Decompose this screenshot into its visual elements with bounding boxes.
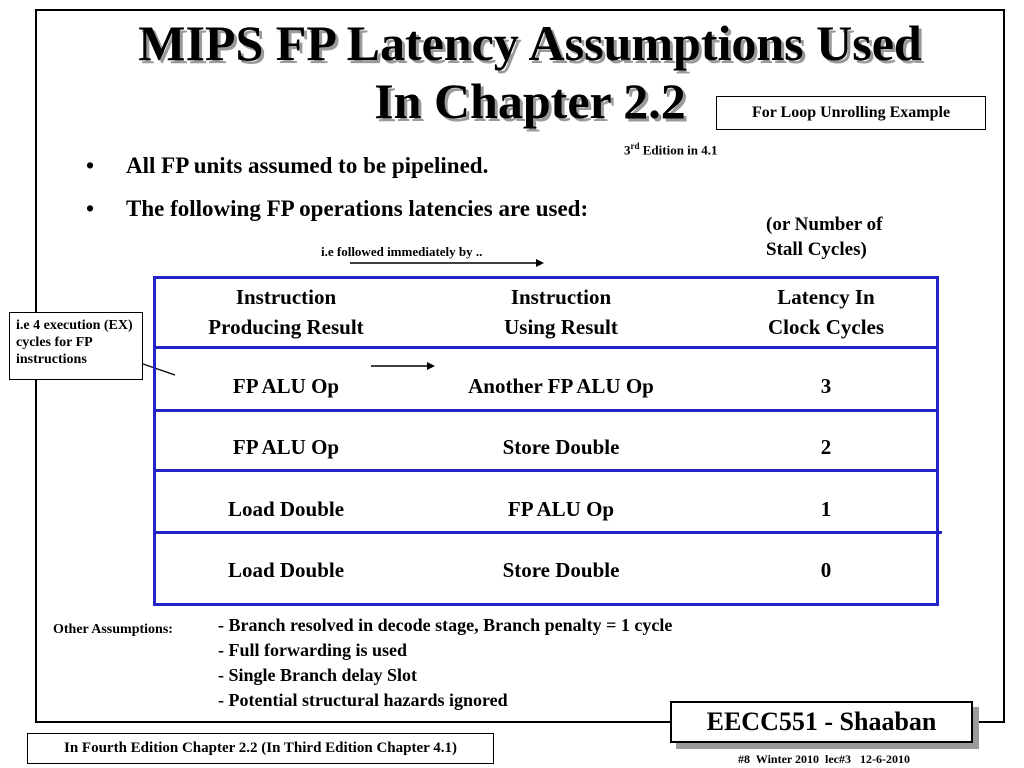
bullet-item: • The following FP operations latencies a… [86, 194, 588, 224]
bullet-icon: • [86, 196, 95, 221]
callout-leader-line [143, 363, 176, 376]
row-divider [156, 469, 939, 472]
other-assumptions-label: Other Assumptions: [53, 622, 173, 637]
edition-ordinal: rd [630, 141, 640, 151]
header-line: Latency In [777, 285, 875, 309]
bullet-text: All FP units assumed to be pipelined. [126, 153, 489, 178]
edition-footer: In Fourth Edition Chapter 2.2 (In Third … [27, 733, 494, 764]
assumption-item: - Potential structural hazards ignored [218, 690, 508, 710]
header-line: Instruction [510, 285, 612, 309]
edition-text: Edition in 4.1 [639, 142, 718, 158]
header-line: Using Result [504, 315, 618, 339]
row-divider [156, 346, 939, 349]
followed-by-note: i.e followed immediately by .. [321, 244, 483, 259]
header-latency: Latency In Clock Cycles [716, 282, 936, 342]
title-line-1: MIPS FP Latency Assumptions Used [138, 15, 922, 71]
assumption-item: - Branch resolved in decode stage, Branc… [218, 615, 673, 635]
producer-cell: Load Double [227, 497, 345, 521]
execution-cycles-note: i.e 4 execution (EX) cycles for FP instr… [9, 312, 143, 380]
user-cell: Another FP ALU Op [468, 374, 654, 398]
header-line: Producing Result [208, 315, 364, 339]
assumption-item: - Full forwarding is used [218, 640, 408, 660]
bullet-item: • All FP units assumed to be pipelined. [86, 151, 588, 181]
edition-number: 3 [624, 142, 631, 158]
header-line: Instruction [235, 285, 337, 309]
latency-cell: 2 [820, 435, 832, 459]
bullet-icon: • [86, 153, 95, 178]
latency-cell: 3 [820, 374, 832, 398]
user-cell: Store Double [502, 435, 620, 459]
latency-cell: 1 [820, 497, 832, 521]
producer-cell: FP ALU Op [232, 374, 340, 398]
stall-cycles-note: (or Number of Stall Cycles) [766, 212, 882, 262]
producer-cell: Load Double [227, 558, 345, 582]
stall-note-line-1: (or Number of [766, 214, 883, 235]
user-cell: FP ALU Op [507, 497, 615, 521]
producer-cell: FP ALU Op [232, 435, 340, 459]
stall-note-line-2: Stall Cycles) [766, 239, 867, 260]
slide-info: #8 Winter 2010 lec#3 12-6-2010 [738, 752, 910, 766]
header-line: Clock Cycles [767, 315, 885, 339]
followed-by-arrow-icon [350, 259, 544, 267]
latency-cell: 0 [820, 558, 832, 582]
row-divider [156, 531, 942, 534]
row-arrow-icon [371, 362, 435, 370]
course-label: EECC551 - Shaaban [670, 701, 973, 743]
edition-note: 3rd Edition in 4.1 [624, 141, 718, 158]
slide-title: MIPS FP Latency Assumptions Used In Chap… [100, 14, 960, 130]
row-divider [156, 409, 939, 412]
other-assumptions-list: - Branch resolved in decode stage, Branc… [218, 613, 672, 713]
title-line-2: In Chapter 2.2 [374, 73, 686, 129]
user-cell: Store Double [502, 558, 620, 582]
loop-unrolling-note: For Loop Unrolling Example [716, 96, 986, 130]
bullet-list: • All FP units assumed to be pipelined. •… [86, 151, 588, 237]
assumption-item: - Single Branch delay Slot [218, 665, 418, 685]
bullet-text: The following FP operations latencies ar… [126, 196, 589, 221]
